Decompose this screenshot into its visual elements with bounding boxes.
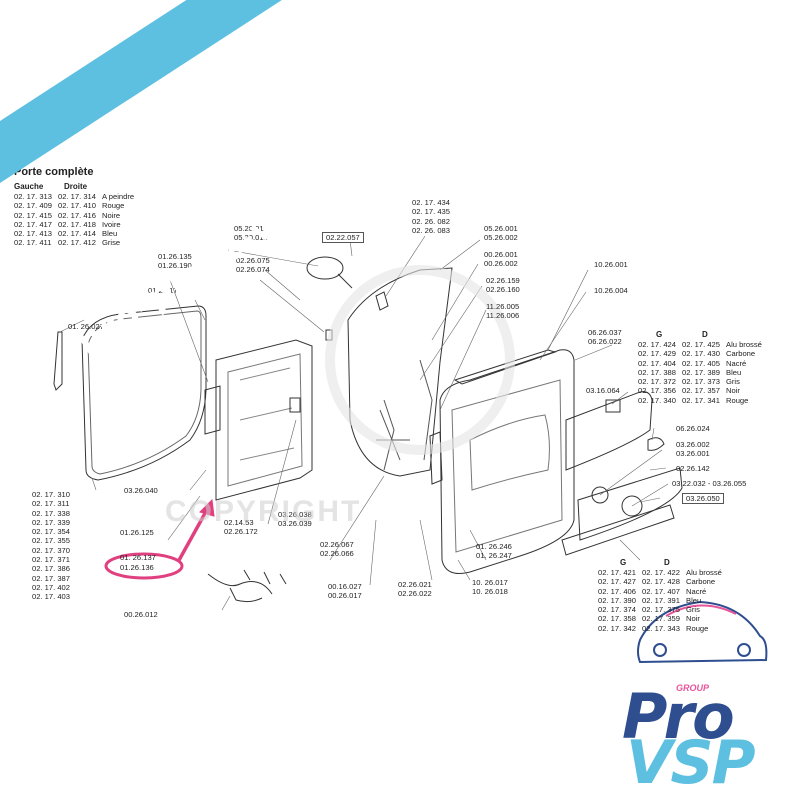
- part-label-pair: 02.26.159 02.26.160: [486, 276, 520, 295]
- part-label-pair: 00.16.027 00.26.017: [328, 582, 362, 601]
- part-label-pair: 06.26.037 06.26.022: [588, 328, 622, 347]
- part-label-pair: 02.26.021 02.26.022: [398, 580, 432, 599]
- part-number: 02. 26. 083: [412, 225, 451, 235]
- door-pocket: [577, 467, 683, 541]
- part-label-highlighted: 01.26.136: [120, 563, 154, 572]
- part-label: 03.22.032 - 03.26.055: [672, 479, 747, 488]
- part-label: 00.26.012: [124, 610, 158, 619]
- part-number: 02. 17. 435: [412, 207, 451, 217]
- part-number: 02. 17. 311: [32, 499, 70, 509]
- outer-door-panel: [81, 305, 207, 481]
- part-label-pair: 03.26.038 03.26.039: [278, 510, 312, 529]
- part-label: 10.26.001: [594, 260, 628, 269]
- part-number: 02. 17. 371: [32, 555, 71, 565]
- trim-table-d-header: D: [664, 558, 670, 567]
- part-number: 02. 17. 403: [32, 592, 71, 602]
- part-label: 03.16.064: [586, 386, 620, 395]
- window-regulator: [376, 399, 410, 471]
- part-number: 02. 17. 434: [412, 198, 451, 207]
- part-number: 02. 17. 310: [32, 490, 71, 499]
- trim-table-g-header: G: [620, 558, 627, 567]
- part-label: 03.26.040: [124, 486, 158, 495]
- part-number: 02. 17. 354: [32, 527, 71, 537]
- part-label-pair: 02.26.067 02.26.066: [320, 540, 354, 559]
- part-label: 01. 26.137: [120, 553, 156, 562]
- part-label-pair: 01. 26.246 01. 26.247: [476, 542, 512, 561]
- logo-group-text: GROUP: [676, 683, 710, 693]
- part-label-pair: 05.26.001 05.26.002: [484, 224, 518, 243]
- label-group-top: 02. 17. 434 02. 17. 435 02. 26. 082 02. …: [412, 198, 450, 235]
- part-number: 02. 17. 355: [32, 536, 71, 546]
- part-label-pair: 10. 26.017 10. 26.018: [472, 578, 508, 597]
- wiring-harness: [207, 569, 287, 603]
- part-number: 02. 26. 082: [412, 216, 451, 226]
- trim-table-g-header: G: [656, 330, 663, 339]
- part-label: 06.26.024: [676, 424, 710, 433]
- mirror: [306, 256, 344, 280]
- part-label: 01. 26.027: [68, 322, 104, 331]
- part-label-pair: 00.26.001 00.26.002: [484, 250, 518, 269]
- part-label: 01.26.170: [148, 286, 182, 295]
- speaker: [621, 495, 643, 517]
- part-label-boxed: 02.22.057: [322, 232, 364, 243]
- inner-trim-panel: [439, 349, 575, 574]
- door-frame: [215, 339, 313, 501]
- logo-vsp-text: VSP: [626, 728, 756, 798]
- label-group-left: 02. 17. 310 02. 17. 311 02. 17. 338 02. …: [32, 490, 70, 602]
- part-label-pair: 11.26.005 11.26.006: [486, 302, 520, 321]
- part-label: 02.26.142: [676, 464, 710, 473]
- part-label-pair: 02.14.53 02.26.172: [224, 518, 258, 537]
- logo-pro-text: Pro: [622, 680, 735, 753]
- trim-table-d-header: D: [702, 330, 708, 339]
- page-title: Porte complète: [14, 166, 94, 178]
- col-left-header: Gauche: [14, 182, 44, 191]
- part-label: 01.26.125: [120, 528, 154, 537]
- part-number: 02. 17. 386: [32, 564, 71, 574]
- part-label-pair: 03.26.002 03.26.001: [676, 440, 710, 459]
- part-label-pair: 05.20.016 05.20.015: [234, 224, 268, 243]
- part-label-boxed: 03.26.050: [682, 493, 724, 504]
- part-label-pair: 01.26.135 01.26.190: [158, 252, 192, 271]
- part-number: 02. 17. 339: [32, 517, 71, 527]
- lower-trim-strip: [561, 504, 675, 556]
- part-number: 02. 17. 387: [32, 573, 71, 583]
- part-number: 02. 17. 370: [32, 545, 71, 555]
- col-right-header: Droite: [64, 182, 88, 191]
- copyright-watermark: COPYRIGHT: [165, 495, 362, 528]
- part-label: 10.26.004: [594, 286, 628, 295]
- part-number: 02. 17. 402: [32, 582, 71, 592]
- part-number: 02. 17. 338: [32, 508, 71, 518]
- armrest-trim: [565, 391, 653, 471]
- part-label-pair: 02.26.075 02.26.074: [236, 256, 270, 275]
- window-glass: [347, 267, 453, 477]
